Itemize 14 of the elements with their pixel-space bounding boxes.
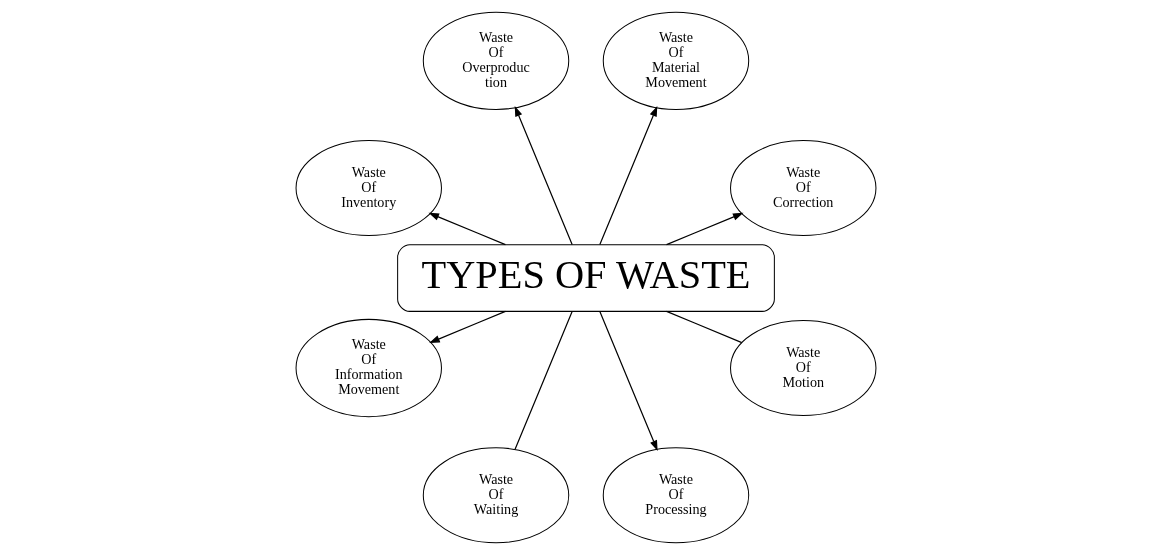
arrow (429, 310, 506, 343)
node-ellipse: Waste Of Overproduc tion (422, 11, 570, 110)
connector (665, 310, 743, 344)
arrow (599, 105, 658, 246)
node-ellipse: Waste Of Waiting (422, 447, 570, 544)
arrow (514, 105, 573, 246)
node-box: TYPES OF WASTE (397, 244, 775, 312)
arrow (428, 212, 506, 246)
connector (514, 310, 573, 450)
arrow (665, 212, 744, 246)
node-ellipse: Waste Of Motion (730, 320, 877, 416)
node-ellipse: Waste Of Processing (602, 447, 750, 544)
node-ellipse: Waste Of Material Movement (602, 11, 750, 110)
arrow (599, 310, 658, 451)
